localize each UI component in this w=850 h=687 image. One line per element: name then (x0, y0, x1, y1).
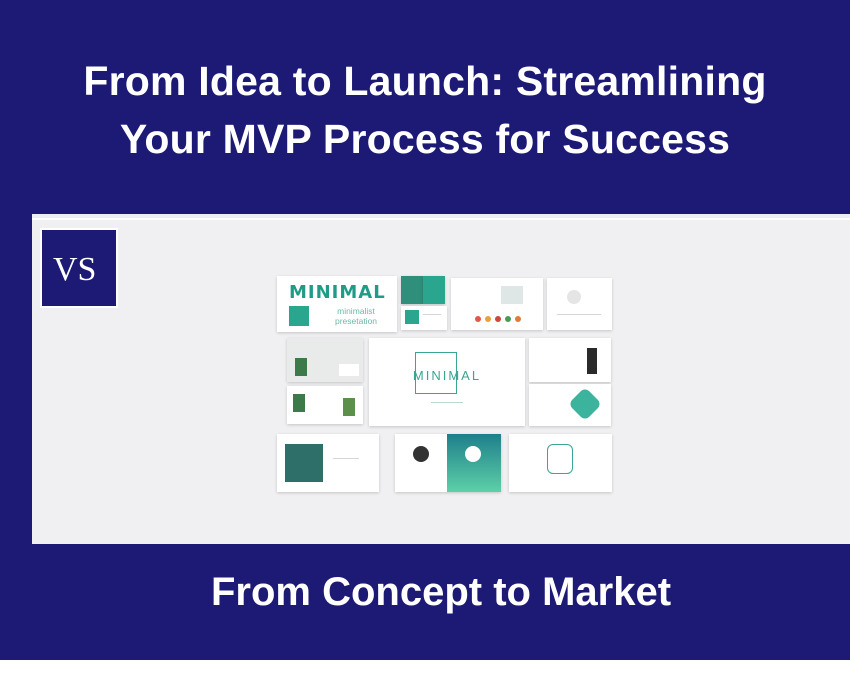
person-figure (587, 348, 597, 374)
bottom-photo (285, 444, 323, 482)
vs-logo: VS (40, 228, 118, 308)
product-dot (485, 316, 491, 322)
plant-block (295, 358, 307, 376)
slide-team (395, 434, 501, 492)
headline: From Idea to Launch: Streamlining Your M… (0, 52, 850, 168)
stage-top-edge (32, 214, 850, 220)
cover-teal-square (289, 306, 309, 326)
slide-products (451, 278, 543, 330)
team-teal-panel (447, 434, 501, 492)
slide-hex-person (509, 434, 612, 492)
person-circle (567, 290, 581, 304)
thumb-teal-block (405, 310, 419, 324)
slide-line (333, 458, 359, 459)
product-dot (475, 316, 481, 322)
cover-title: MINIMAL (289, 282, 386, 303)
footer-title: From Concept to Market (210, 570, 672, 614)
slide-bottom-photo (277, 434, 379, 492)
slide-person-right (529, 338, 611, 382)
vs-logo-text: VS (53, 251, 96, 288)
center-frame (415, 352, 457, 394)
team-avatar (413, 446, 429, 462)
label-card (339, 364, 359, 376)
product-dot (505, 316, 511, 322)
products-photo (501, 286, 523, 304)
product-dot (495, 316, 501, 322)
teal-hexagon (568, 387, 602, 421)
cover-subtitle: minimalist presetation (334, 306, 378, 326)
slide-thumb-teal (423, 276, 445, 304)
headline-line-1: From Idea to Launch: Streamlining (83, 58, 767, 104)
slide-room-photo (287, 338, 363, 382)
vs-logo-mark: VS (53, 251, 96, 288)
plant-icon-block (293, 394, 305, 412)
slide-cover: MINIMAL minimalist presetation (277, 276, 397, 332)
slide-line (557, 314, 601, 315)
center-title: MINIMAL (412, 368, 482, 383)
plant-icon-block (343, 398, 355, 416)
slide-teal-hex (529, 384, 611, 426)
slide-thumb-photo (401, 276, 423, 304)
slide-thumb-text (401, 306, 447, 330)
header-band (0, 0, 850, 218)
thumb-line (423, 314, 441, 315)
product-dot (515, 316, 521, 322)
slide-person-top (547, 278, 612, 330)
footer-band (32, 544, 850, 660)
slide-plant (287, 386, 363, 424)
slide-mosaic: MINIMAL minimalist presetation MINIMAL (277, 276, 612, 494)
slide-center-minimal: MINIMAL (369, 338, 525, 426)
hex-outline (547, 444, 573, 474)
center-tagline (431, 402, 463, 403)
team-avatar (465, 446, 481, 462)
left-border-band (0, 218, 32, 660)
headline-line-2: Your MVP Process for Success (119, 116, 731, 162)
